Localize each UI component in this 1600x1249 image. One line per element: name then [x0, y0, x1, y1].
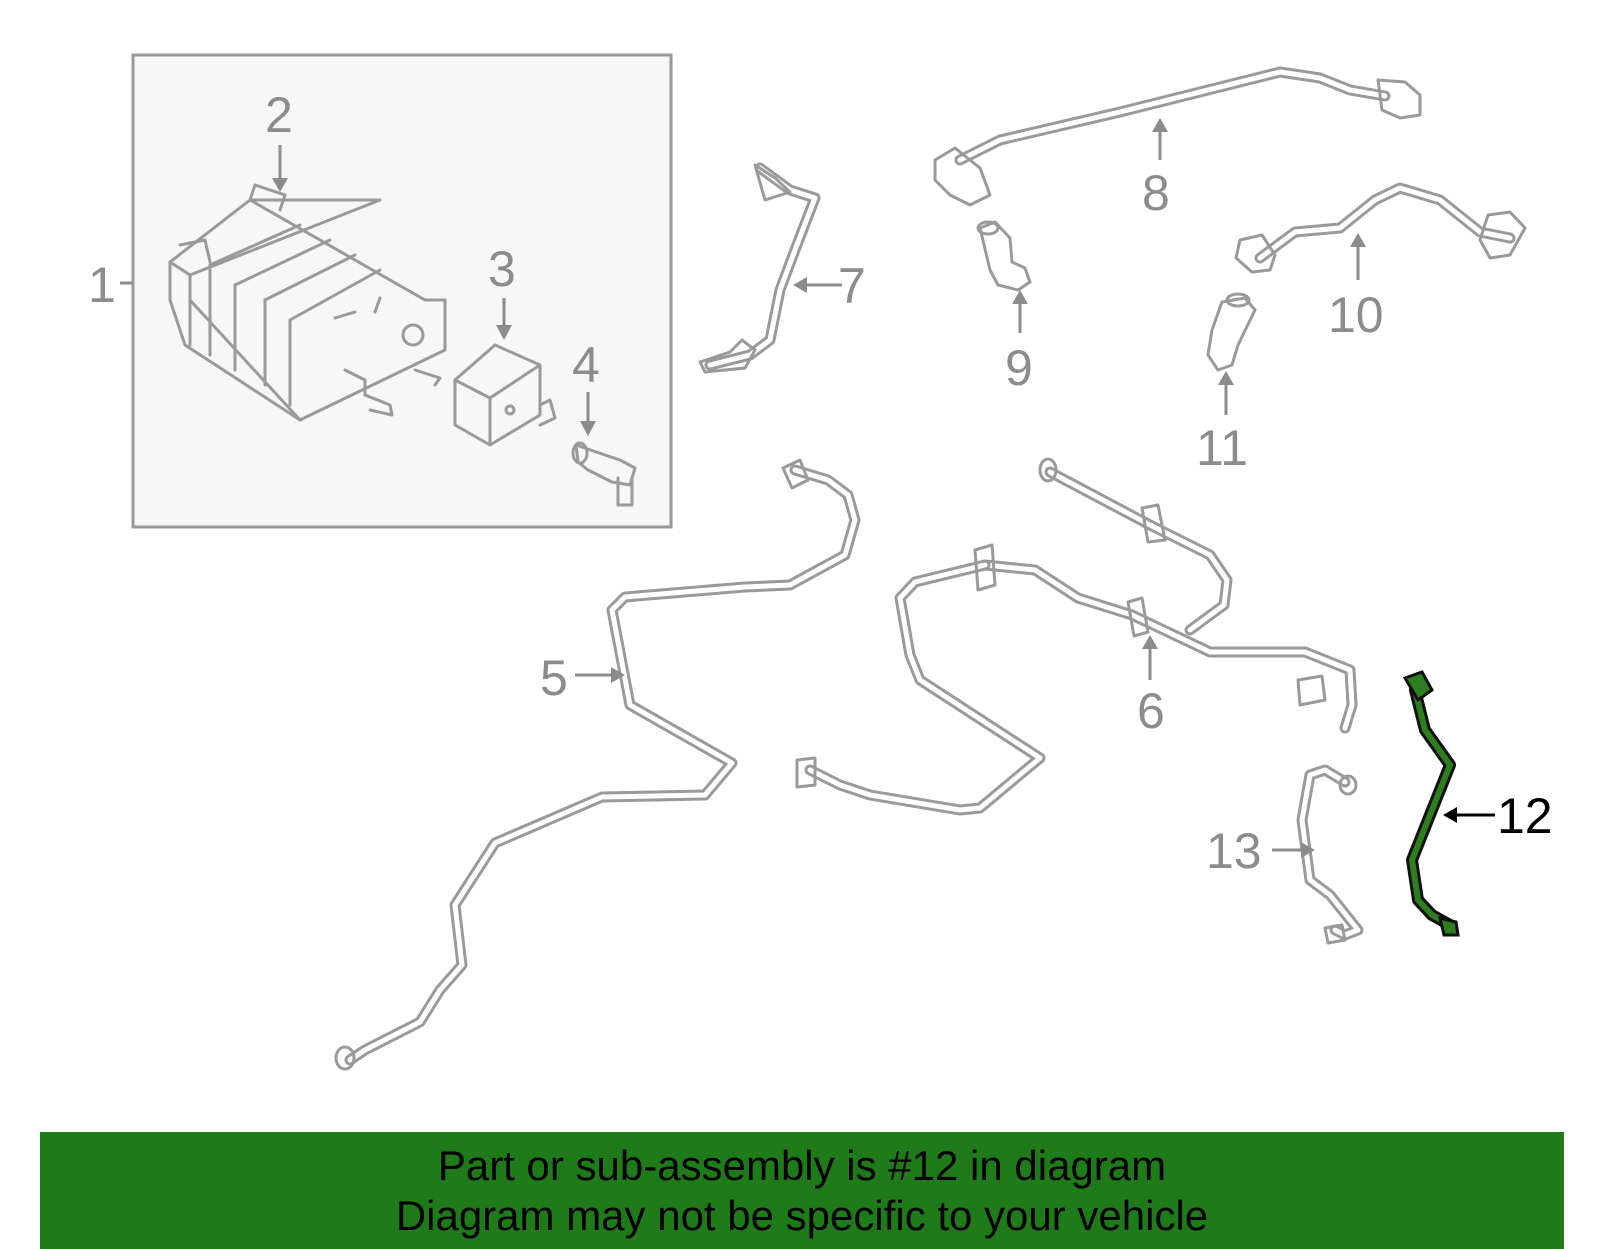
callout-2: 2 [265, 87, 293, 143]
callout-4: 4 [572, 337, 600, 393]
part-3-valve[interactable] [453, 343, 557, 447]
callout-12: 12 [1497, 788, 1553, 844]
callout-3: 3 [488, 241, 516, 297]
callout-1: 1 [88, 257, 116, 313]
callout-5: 5 [540, 650, 568, 706]
part-8-hose[interactable] [933, 66, 1422, 207]
canister-group-box [131, 53, 673, 529]
info-banner: Part or sub-assembly is #12 in diagram D… [40, 1132, 1564, 1249]
callout-7: 7 [838, 258, 866, 314]
part-2-canister[interactable] [168, 183, 447, 422]
part-11-valve[interactable] [1206, 292, 1257, 372]
part-10-hose[interactable] [1234, 182, 1527, 274]
callout-13: 13 [1206, 823, 1262, 879]
callout-10: 10 [1328, 287, 1384, 343]
leader-lines [120, 118, 1495, 858]
part-6-tube-assembly[interactable] [795, 457, 1358, 816]
part-5-tube[interactable] [334, 458, 861, 1071]
part-9-valve[interactable] [976, 220, 1032, 292]
part-4-connector[interactable] [571, 441, 637, 507]
callout-6: 6 [1137, 683, 1165, 739]
callout-8: 8 [1142, 165, 1170, 221]
banner-line-part: Part or sub-assembly is #12 in diagram [437, 1141, 1167, 1189]
part-13-tube[interactable] [1296, 764, 1364, 945]
banner-line-disclaimer: Diagram may not be specific to your vehi… [395, 1191, 1209, 1239]
part-12-highlighted-tube[interactable] [1402, 670, 1460, 937]
callout-11: 11 [1196, 420, 1248, 476]
part-7-sensor-hose[interactable] [698, 162, 821, 374]
callout-9: 9 [1005, 340, 1033, 396]
